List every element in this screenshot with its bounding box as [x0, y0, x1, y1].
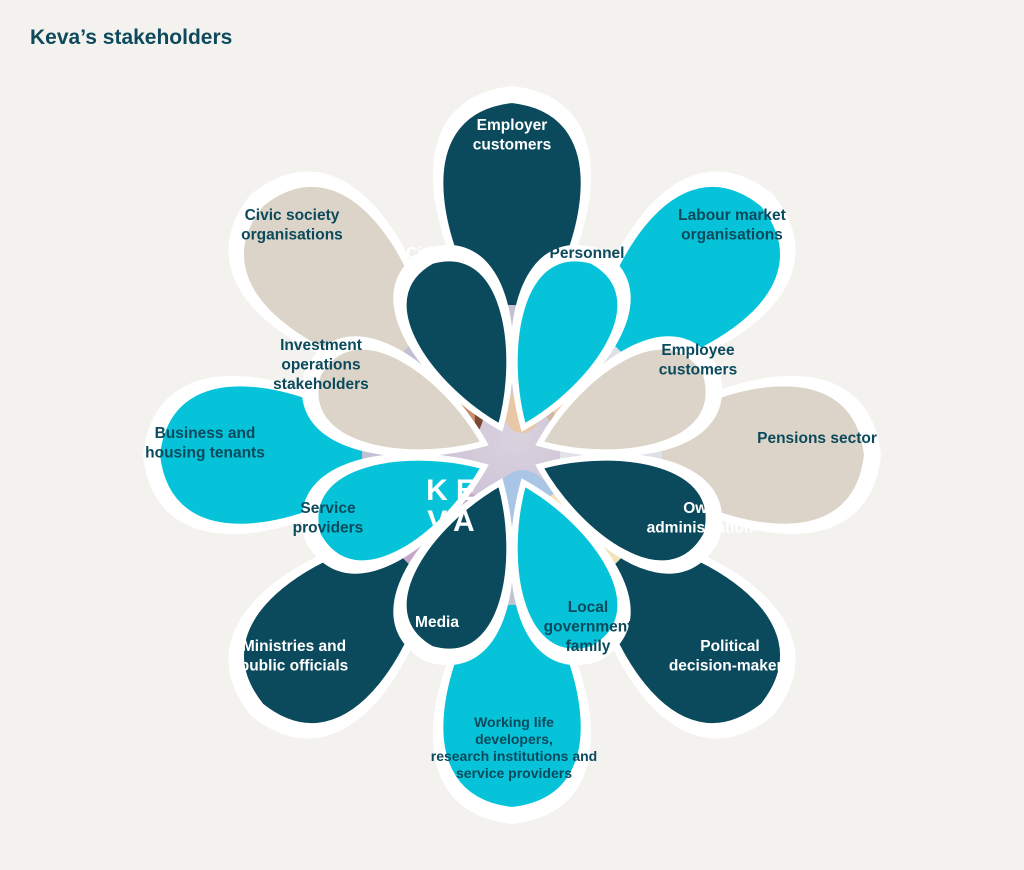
label-line: Personnel	[550, 245, 625, 262]
label-line: Civic society	[245, 207, 340, 224]
label-line: customers	[473, 137, 551, 154]
label-line: government	[544, 619, 633, 636]
label-line: Labour market	[678, 207, 786, 224]
label-line: Business and	[155, 425, 256, 442]
label-line: public officials	[240, 658, 349, 675]
label-line: service providers	[456, 765, 572, 781]
label-service-providers: Service providers	[293, 500, 364, 537]
inner-petal	[535, 454, 712, 567]
label-line: Working life	[474, 714, 554, 730]
inner-petals	[312, 255, 712, 655]
label-line: research institutions and	[431, 748, 597, 764]
label-line: Political	[700, 638, 759, 655]
label-local-government-family: Local government family	[544, 599, 633, 655]
label-line: Local	[568, 599, 608, 616]
inner-petal	[511, 255, 624, 432]
label-line: providers	[293, 520, 364, 537]
label-line: housing tenants	[145, 445, 265, 462]
label-citizens: Citizens	[406, 245, 465, 262]
inner-petal	[400, 255, 513, 432]
inner-petal	[511, 478, 624, 655]
label-line: Media	[415, 614, 459, 631]
label-line: stakeholders	[273, 376, 369, 393]
label-employee-customers: Employee customers	[659, 342, 737, 379]
label-line: Employer	[477, 117, 548, 134]
label-line: organisations	[241, 227, 343, 244]
logo-line-1: KE	[426, 474, 484, 507]
inner-petal	[312, 343, 489, 456]
label-investment-operations-stakeholders: Investment operations stakeholders	[273, 337, 369, 393]
keva-logo: KE VA	[426, 474, 484, 538]
label-line: customers	[659, 362, 737, 379]
label-line: Pensions sector	[757, 430, 877, 447]
label-line: administration	[647, 520, 754, 537]
label-line: Own	[683, 500, 717, 517]
label-employer-customers: Employer customers	[473, 117, 551, 154]
label-line: operations	[281, 357, 360, 374]
label-line: Ministries and	[242, 638, 346, 655]
label-own-administration: Own administration	[647, 500, 754, 537]
label-line: organisations	[681, 227, 783, 244]
inner-petal	[400, 478, 513, 655]
label-line: Employee	[661, 342, 735, 359]
label-media: Media	[415, 614, 459, 631]
inner-petal	[312, 454, 489, 567]
label-labour-market-organisations: Labour market organisations	[678, 207, 786, 244]
label-civic-society-organisations: Civic society organisations	[241, 207, 343, 244]
label-personnel: Personnel	[550, 245, 625, 262]
label-ministries-and-public-officials: Ministries and public officials	[240, 638, 349, 675]
diagram-title: Keva’s stakeholders	[30, 26, 233, 49]
label-political-decision-makers: Political decision-makers	[669, 638, 791, 675]
label-line: Citizens	[406, 245, 465, 262]
label-pensions-sector: Pensions sector	[757, 430, 877, 447]
label-line: decision-makers	[669, 658, 791, 675]
label-line: family	[566, 638, 611, 655]
label-line: developers,	[475, 731, 553, 747]
label-business-and-housing-tenants: Business and housing tenants	[145, 425, 265, 462]
label-line: Investment	[280, 337, 362, 354]
label-line: Service	[300, 500, 356, 517]
inner-petal	[535, 343, 712, 456]
logo-line-2: VA	[427, 505, 482, 538]
